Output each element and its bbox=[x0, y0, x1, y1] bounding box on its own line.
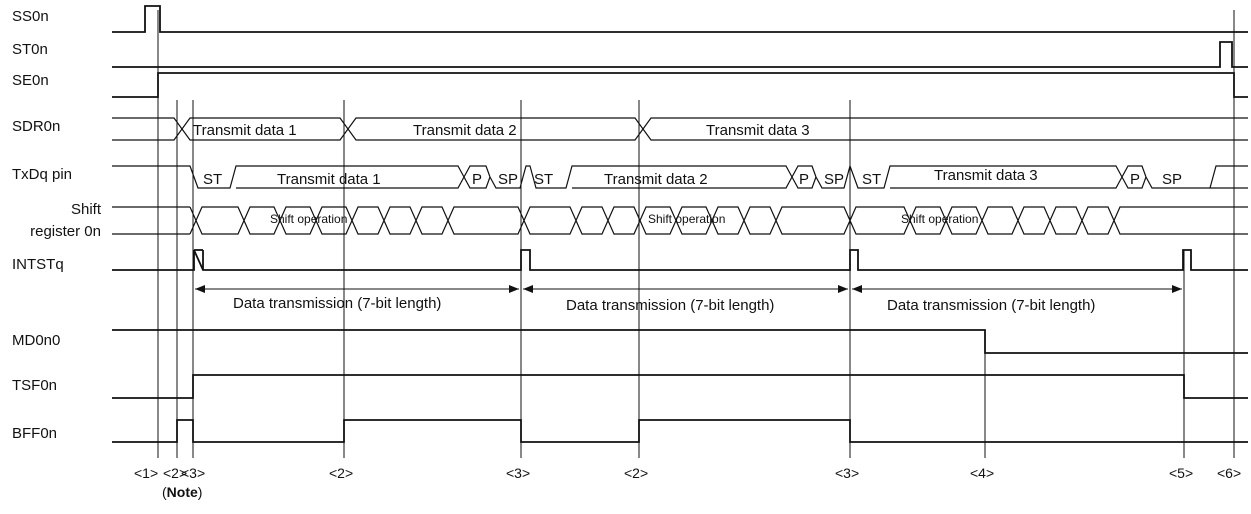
txd-data-2: Transmit data 2 bbox=[604, 171, 708, 188]
shift-segment-25 bbox=[1113, 220, 1248, 235]
step-marker-10: <6> bbox=[1217, 465, 1241, 481]
step-marker-9: <5> bbox=[1169, 465, 1193, 481]
shift-segment-6 bbox=[383, 206, 417, 235]
waveform-bff bbox=[112, 419, 1248, 443]
step-marker-6: <2> bbox=[624, 465, 648, 481]
span-arrow-right-3 bbox=[1172, 285, 1182, 293]
span-label-1: Data transmission (7-bit length) bbox=[233, 295, 441, 312]
shift-segment-24 bbox=[1113, 206, 1248, 221]
shift-segment-10 bbox=[575, 206, 609, 235]
shift-segment-7 bbox=[415, 206, 449, 235]
shift-operation-labels: Shift operation Shift operation Shift op… bbox=[270, 212, 978, 226]
step-marker-8: <4> bbox=[970, 465, 994, 481]
waveform-md bbox=[112, 329, 1248, 354]
shift-segment-16 bbox=[775, 206, 851, 235]
txd-data-3: Transmit data 3 bbox=[934, 167, 1038, 184]
reference-lines bbox=[157, 10, 1235, 458]
shift-segment-8 bbox=[447, 206, 525, 235]
step-markers: <1> <2> <3> <2> <3> <2> <3> <4> <5> <6> bbox=[134, 465, 1241, 481]
waveform-se bbox=[112, 72, 1248, 98]
waveform-ss bbox=[112, 5, 1248, 33]
shift-label-2: Shift operation bbox=[648, 212, 725, 226]
step-marker-2: <2> bbox=[163, 465, 187, 481]
span-arrow-left-2 bbox=[523, 285, 533, 293]
waveform-sdr: Transmit data 1 Transmit data 2 Transmit… bbox=[112, 117, 1248, 141]
txd-stop-1: SP bbox=[498, 171, 518, 188]
signal-label-shift-line2: register 0n bbox=[30, 223, 101, 240]
span-arrow-left-1 bbox=[195, 285, 205, 293]
signal-label-tsf: TSF0n bbox=[12, 377, 57, 394]
note-label: (Note) bbox=[162, 484, 202, 500]
shift-segment-21 bbox=[1017, 206, 1051, 235]
txd-parity-2: P bbox=[799, 171, 809, 188]
txd-stop-3: SP bbox=[1162, 171, 1182, 188]
signal-label-txd: TxDq pin bbox=[12, 166, 72, 183]
signal-labels: SS0n ST0n SE0n SDR0n TxDq pin Shift regi… bbox=[12, 8, 102, 442]
signal-label-sdr: SDR0n bbox=[12, 118, 60, 135]
shift-segment-22 bbox=[1049, 206, 1083, 235]
step-marker-1: <1> bbox=[134, 465, 158, 481]
waveform-txd: ST Transmit data 1 P SP ST Transmit data… bbox=[112, 164, 1248, 189]
signal-label-ss: SS0n bbox=[12, 8, 49, 25]
txd-parity-3: P bbox=[1130, 171, 1140, 188]
shift-label-3: Shift operation bbox=[901, 212, 978, 226]
shift-segment-9 bbox=[523, 206, 577, 235]
signal-label-bff: BFF0n bbox=[12, 425, 57, 442]
sdr-data-1: Transmit data 1 bbox=[193, 122, 297, 139]
step-marker-5: <3> bbox=[506, 465, 530, 481]
shift-segment-1 bbox=[195, 206, 245, 235]
waveform-intst bbox=[112, 249, 1248, 271]
txd-start-3: ST bbox=[862, 171, 881, 188]
signal-label-intst: INTSTq bbox=[12, 256, 64, 273]
txd-data-1: Transmit data 1 bbox=[277, 171, 381, 188]
signal-label-md: MD0n0 bbox=[12, 332, 60, 349]
span-arrow-right-1 bbox=[509, 285, 519, 293]
step-marker-7: <3> bbox=[835, 465, 859, 481]
shift-segment-15 bbox=[743, 206, 777, 235]
sdr-data-3: Transmit data 3 bbox=[706, 122, 810, 139]
waveform-st bbox=[112, 41, 1248, 68]
shift-label-1: Shift operation bbox=[270, 212, 347, 226]
step-marker-3: <3> bbox=[181, 465, 205, 481]
waveform-tsf bbox=[112, 374, 1248, 399]
shift-idle-join bbox=[189, 206, 197, 235]
span-label-2: Data transmission (7-bit length) bbox=[566, 297, 774, 314]
signal-label-shift-line1: Shift bbox=[71, 201, 102, 218]
shift-segment-11 bbox=[607, 206, 641, 235]
shift-segment-5 bbox=[351, 206, 385, 235]
shift-segment-20 bbox=[981, 206, 1019, 235]
span-label-3: Data transmission (7-bit length) bbox=[887, 297, 1095, 314]
step-marker-4: <2> bbox=[329, 465, 353, 481]
signal-label-st: ST0n bbox=[12, 41, 48, 58]
span-arrow-left-3 bbox=[852, 285, 862, 293]
transmission-spans: Data transmission (7-bit length) Data tr… bbox=[195, 285, 1182, 314]
waveform-shift-register bbox=[112, 206, 1248, 235]
signal-label-se: SE0n bbox=[12, 72, 49, 89]
txd-start-2: ST bbox=[534, 171, 553, 188]
sdr-data-2: Transmit data 2 bbox=[413, 122, 517, 139]
txd-stop-2: SP bbox=[824, 171, 844, 188]
span-arrow-right-2 bbox=[838, 285, 848, 293]
shift-segment-23 bbox=[1081, 206, 1115, 235]
txd-parity-1: P bbox=[472, 171, 482, 188]
txd-start-1: ST bbox=[203, 171, 222, 188]
